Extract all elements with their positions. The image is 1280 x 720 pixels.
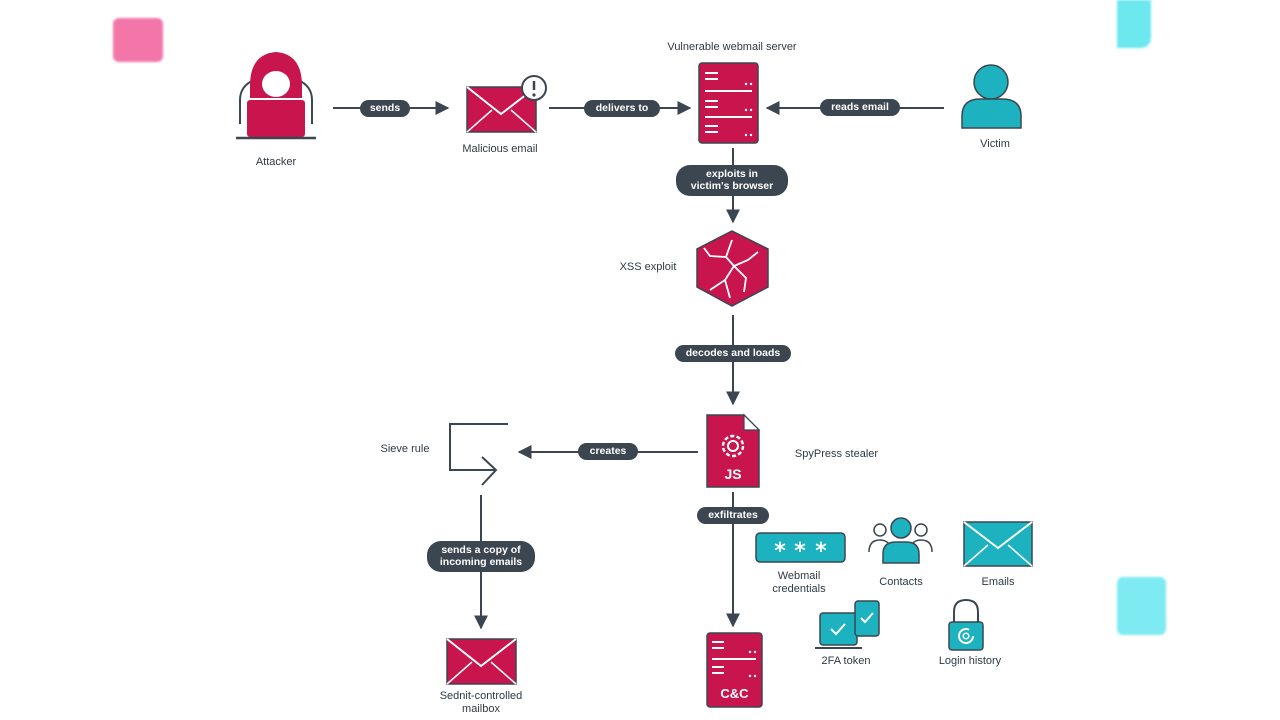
cyan-corner-swatch-top (1117, 0, 1151, 48)
pink-corner-swatch (113, 18, 163, 62)
cyan-corner-swatch-bottom (1117, 577, 1166, 635)
credentials-label-line2: credentials (772, 583, 826, 595)
webmail-server-label: Vulnerable webmail server (667, 41, 797, 53)
edge-label-decodes: decodes and loads (675, 345, 791, 362)
twofa-label: 2FA token (821, 655, 871, 667)
svg-text:*: * (774, 539, 786, 564)
mailbox-label-line1: Sednit-controlled (439, 690, 523, 702)
edge-label-exfiltrates: exfiltrates (697, 507, 769, 524)
sieve-rule-icon (449, 423, 508, 486)
spypress-label: SpyPress stealer (794, 448, 879, 460)
edge-label-copy-line2: incoming emails (439, 556, 523, 568)
cnc-badge: C&C (720, 686, 749, 701)
attacker-icon (236, 52, 316, 140)
contacts-label: Contacts (879, 576, 923, 588)
edge-label-copy-line1: sends a copy of (441, 544, 521, 556)
edge-label-sends: sends (360, 100, 410, 117)
malicious-email-icon (466, 75, 547, 133)
svg-text:*: * (794, 539, 806, 564)
login-history-icon (948, 598, 984, 651)
twofa-token-icon (815, 600, 880, 649)
contacts-icon (868, 517, 933, 564)
mailbox-label-line2: mailbox (462, 703, 500, 715)
credentials-icon: * * * (755, 532, 846, 564)
xss-exploit-icon (696, 230, 769, 307)
sieve-rule-label: Sieve rule (380, 443, 430, 455)
cnc-server-icon (706, 632, 763, 708)
edge-label-delivers-to: delivers to (584, 100, 660, 117)
edge-label-creates: creates (578, 443, 638, 460)
edge-label-reads-email: reads email (820, 99, 900, 116)
connectors (333, 101, 944, 630)
webmail-server-icon (698, 62, 759, 144)
victim-icon (961, 64, 1022, 129)
edge-label-exploits-line2: victim's browser (690, 180, 774, 192)
malicious-email-label: Malicious email (462, 143, 538, 155)
sednit-mailbox-icon (446, 638, 517, 685)
xss-exploit-label: XSS exploit (619, 261, 677, 273)
edge-label-exploits-line1: exploits in (706, 168, 758, 180)
edge-label-exploits: exploits in victim's browser (676, 165, 788, 196)
spypress-js-badge: JS (724, 466, 742, 482)
attacker-label: Attacker (255, 156, 297, 168)
credentials-label-line1: Webmail (777, 570, 821, 582)
spypress-file-icon (706, 413, 761, 488)
victim-label: Victim (980, 138, 1010, 150)
svg-text:*: * (815, 539, 827, 564)
emails-label: Emails (981, 576, 1015, 588)
edge-label-copy: sends a copy of incoming emails (427, 541, 535, 572)
login-history-label: Login history (938, 655, 1002, 667)
emails-icon (963, 521, 1033, 567)
